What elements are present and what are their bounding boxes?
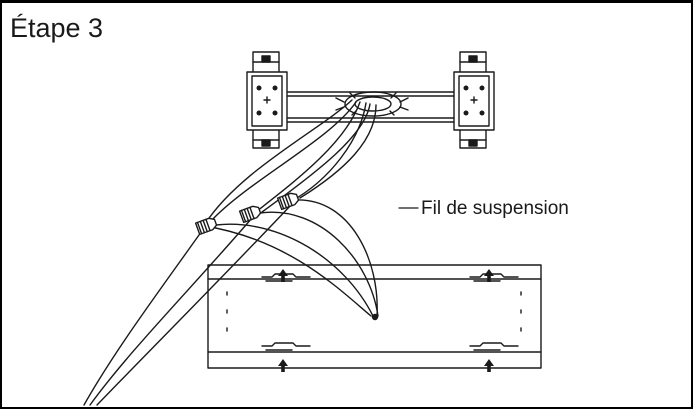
- mount-direction-arrows: [278, 269, 495, 372]
- supply-wires: [204, 99, 377, 225]
- left-mounting-clip: [246, 51, 288, 149]
- fixture-wires: [204, 199, 379, 317]
- suspension-wires: [83, 204, 292, 406]
- step-title: Étape 3: [10, 13, 104, 43]
- wire-nut-connectors: [194, 192, 300, 236]
- wire-entry-point: [371, 313, 379, 321]
- right-mounting-clip: [453, 51, 495, 149]
- mounting-crossbar: [269, 91, 471, 123]
- suspension-wire-callout: Fil de suspension: [421, 198, 569, 219]
